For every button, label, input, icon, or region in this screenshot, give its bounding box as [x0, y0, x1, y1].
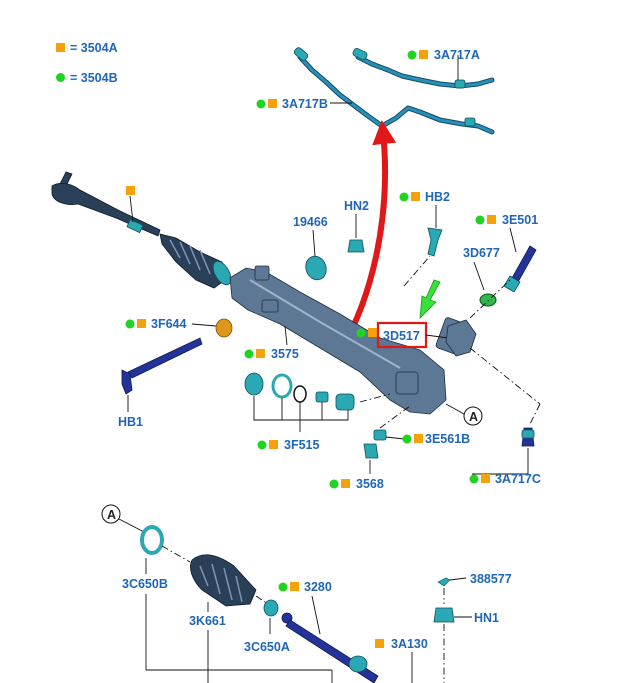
orange-square-marker — [137, 319, 146, 328]
part-3K661-callout: 3K661 — [189, 554, 257, 683]
part-label-3C650B: 3C650B — [122, 577, 168, 591]
svg-text:A: A — [469, 410, 478, 424]
centerline — [403, 255, 431, 287]
orange-square-marker — [269, 440, 278, 449]
green-dot-marker — [407, 50, 417, 60]
orange-square-marker — [268, 99, 277, 108]
part-label-HB2: HB2 — [425, 190, 450, 204]
orange-square-marker — [481, 474, 490, 483]
orange-square-marker — [256, 349, 265, 358]
part-label-3280: 3280 — [304, 580, 332, 594]
orange-square-marker — [341, 479, 350, 488]
part-3A717C-callout: 3A717C — [469, 347, 541, 486]
orange-square-marker — [126, 186, 135, 195]
part-3A717A-callout: 3A717A — [407, 48, 480, 62]
part-label-19466: 19466 — [293, 215, 328, 229]
green-dot-marker — [475, 215, 485, 225]
part-label-3568: 3568 — [356, 477, 384, 491]
red-arrow — [339, 120, 397, 350]
outer-tie-rod-end — [51, 171, 161, 237]
orange-square-marker — [290, 582, 299, 591]
part-label-3K661: 3K661 — [189, 614, 226, 628]
legend-orange-label: = 3504A — [70, 41, 118, 55]
part-label-3A717C: 3A717C — [495, 472, 541, 486]
part-label-3E501: 3E501 — [502, 213, 538, 227]
part-3C650A-callout: 3C650A — [244, 599, 290, 654]
green-dot-marker — [256, 99, 266, 109]
orange-square-marker — [56, 43, 65, 52]
part-19466-callout: 19466 — [293, 215, 328, 281]
part-label-388577: 388577 — [470, 572, 512, 586]
green-dot-marker — [469, 474, 479, 484]
orange-square-marker — [368, 328, 377, 337]
part-label-3D677: 3D677 — [463, 246, 500, 260]
part-3E561B-callout: 3E561B — [373, 405, 470, 446]
part-label-3A717A: 3A717A — [434, 48, 480, 62]
part-3F644-callout: 3F644 — [125, 317, 233, 338]
part-label-HN2: HN2 — [344, 199, 369, 213]
part-label-3A130: 3A130 — [391, 637, 428, 651]
green-dot-marker — [125, 319, 135, 329]
part-3D517-callout: 3D517 — [356, 319, 477, 357]
centerline — [161, 545, 191, 563]
part-HB1-callout: HB1 — [118, 337, 203, 429]
legend: = 3504A = 3504B — [56, 41, 118, 85]
part-label-3C650A: 3C650A — [244, 640, 290, 654]
part-label-3D517: 3D517 — [383, 329, 420, 343]
green-dot-marker — [356, 328, 366, 338]
bellows-boot-upper — [159, 233, 232, 289]
green-dot-marker — [402, 434, 412, 444]
legend-green-label: = 3504B — [70, 71, 118, 85]
part-3F515-callout: 3F515 — [244, 372, 391, 452]
part-label-3E561B: 3E561B — [425, 432, 470, 446]
orange-square-marker — [419, 50, 428, 59]
part-label-HN1: HN1 — [474, 611, 499, 625]
part-HN1-callout: HN1 — [433, 607, 499, 683]
green-dot-marker — [329, 479, 339, 489]
part-label-3F515: 3F515 — [284, 438, 319, 452]
green-dot-marker — [56, 73, 65, 82]
svg-text:A: A — [107, 508, 116, 522]
green-dot-marker — [399, 192, 409, 202]
part-3568-callout: 3568 — [329, 443, 384, 491]
part-HB2-callout: HB2 — [399, 190, 450, 257]
part-HN2-callout: HN2 — [344, 199, 369, 253]
green-dot-marker — [278, 582, 288, 592]
part-3D677-callout: 3D677 — [463, 246, 500, 307]
centerline — [255, 595, 269, 605]
green-arrow — [419, 279, 441, 320]
green-dot-marker — [244, 349, 254, 359]
centerline — [469, 279, 511, 319]
part-3C650B-callout: 3C650B — [122, 525, 333, 683]
orange-square-marker — [414, 434, 423, 443]
part-3A130-callout: 3A130 — [375, 637, 428, 683]
orange-square-marker — [375, 639, 384, 648]
part-388577-callout: 388577 — [437, 572, 512, 604]
reference-circle-A-lower: A — [101, 504, 145, 533]
reference-circle-A-upper: A — [445, 403, 483, 426]
part-3575-callout: 3575 — [244, 325, 299, 361]
part-3280-callout: 3280 — [278, 580, 379, 683]
part-label-3F644: 3F644 — [151, 317, 186, 331]
part-label-HB1: HB1 — [118, 415, 143, 429]
orange-square-marker — [411, 192, 420, 201]
part-label-3A717B: 3A717B — [282, 97, 328, 111]
part-3A717B-callout: 3A717B — [256, 97, 328, 111]
orange-square-marker — [487, 215, 496, 224]
part-3E501-callout: 3E501 — [475, 213, 538, 293]
green-dot-marker — [257, 440, 267, 450]
part-label-3575: 3575 — [271, 347, 299, 361]
